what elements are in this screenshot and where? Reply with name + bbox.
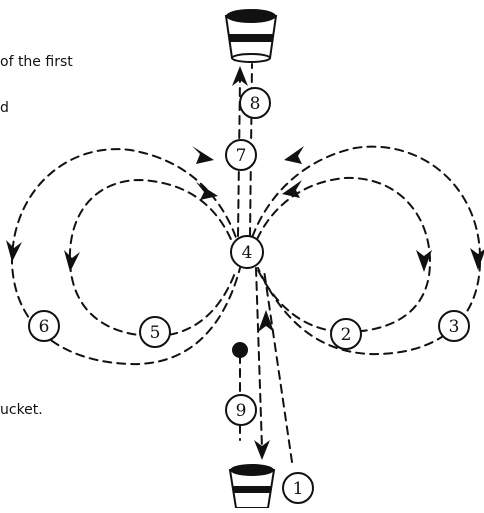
marker-1-label: 1 (293, 479, 304, 499)
arrowhead-down-bottom (254, 440, 270, 460)
arrowhead-inner-right-side (416, 250, 432, 272)
marker-5: 5 (139, 316, 171, 348)
start-dot-icon (232, 342, 248, 358)
arrowhead-up-top (232, 66, 248, 86)
marker-7: 7 (225, 139, 257, 171)
path-vertical-down-right (255, 267, 263, 449)
path-inner-left-loop (68, 178, 237, 338)
arrowhead-inner-left-side (64, 250, 80, 272)
marker-9-label: 9 (236, 401, 247, 421)
arrowhead-inner-left-top (196, 182, 218, 200)
marker-4-label: 4 (242, 243, 253, 263)
path-inner-right-loop (251, 176, 432, 334)
marker-5-label: 5 (150, 323, 161, 343)
cut-off-text-top: of the first (0, 54, 73, 70)
cut-off-text-middle: d (0, 100, 9, 116)
arrowhead-outer-right-side (470, 248, 484, 270)
cut-off-text-bottom: ucket. (0, 402, 43, 418)
marker-9: 9 (225, 394, 257, 426)
path-approach (263, 269, 293, 463)
marker-8-label: 8 (250, 94, 261, 114)
arrowhead-inner-right-top (282, 180, 302, 198)
arrowhead-outer-left-side (6, 240, 22, 262)
arrowhead-approach (258, 310, 274, 332)
marker-7-label: 7 (236, 146, 247, 166)
marker-1: 1 (282, 472, 314, 504)
bucket-icon (228, 464, 276, 509)
marker-8: 8 (239, 87, 271, 119)
marker-6: 6 (28, 310, 60, 342)
marker-4: 4 (230, 235, 264, 269)
arrowhead-outer-left-top (192, 146, 214, 164)
marker-3-label: 3 (449, 317, 460, 337)
marker-2: 2 (330, 318, 362, 350)
arrowhead-outer-right-top (284, 146, 304, 164)
marker-2-label: 2 (341, 325, 352, 345)
bucket-icon (224, 9, 278, 63)
marker-6-label: 6 (39, 317, 50, 337)
marker-3: 3 (438, 310, 470, 342)
